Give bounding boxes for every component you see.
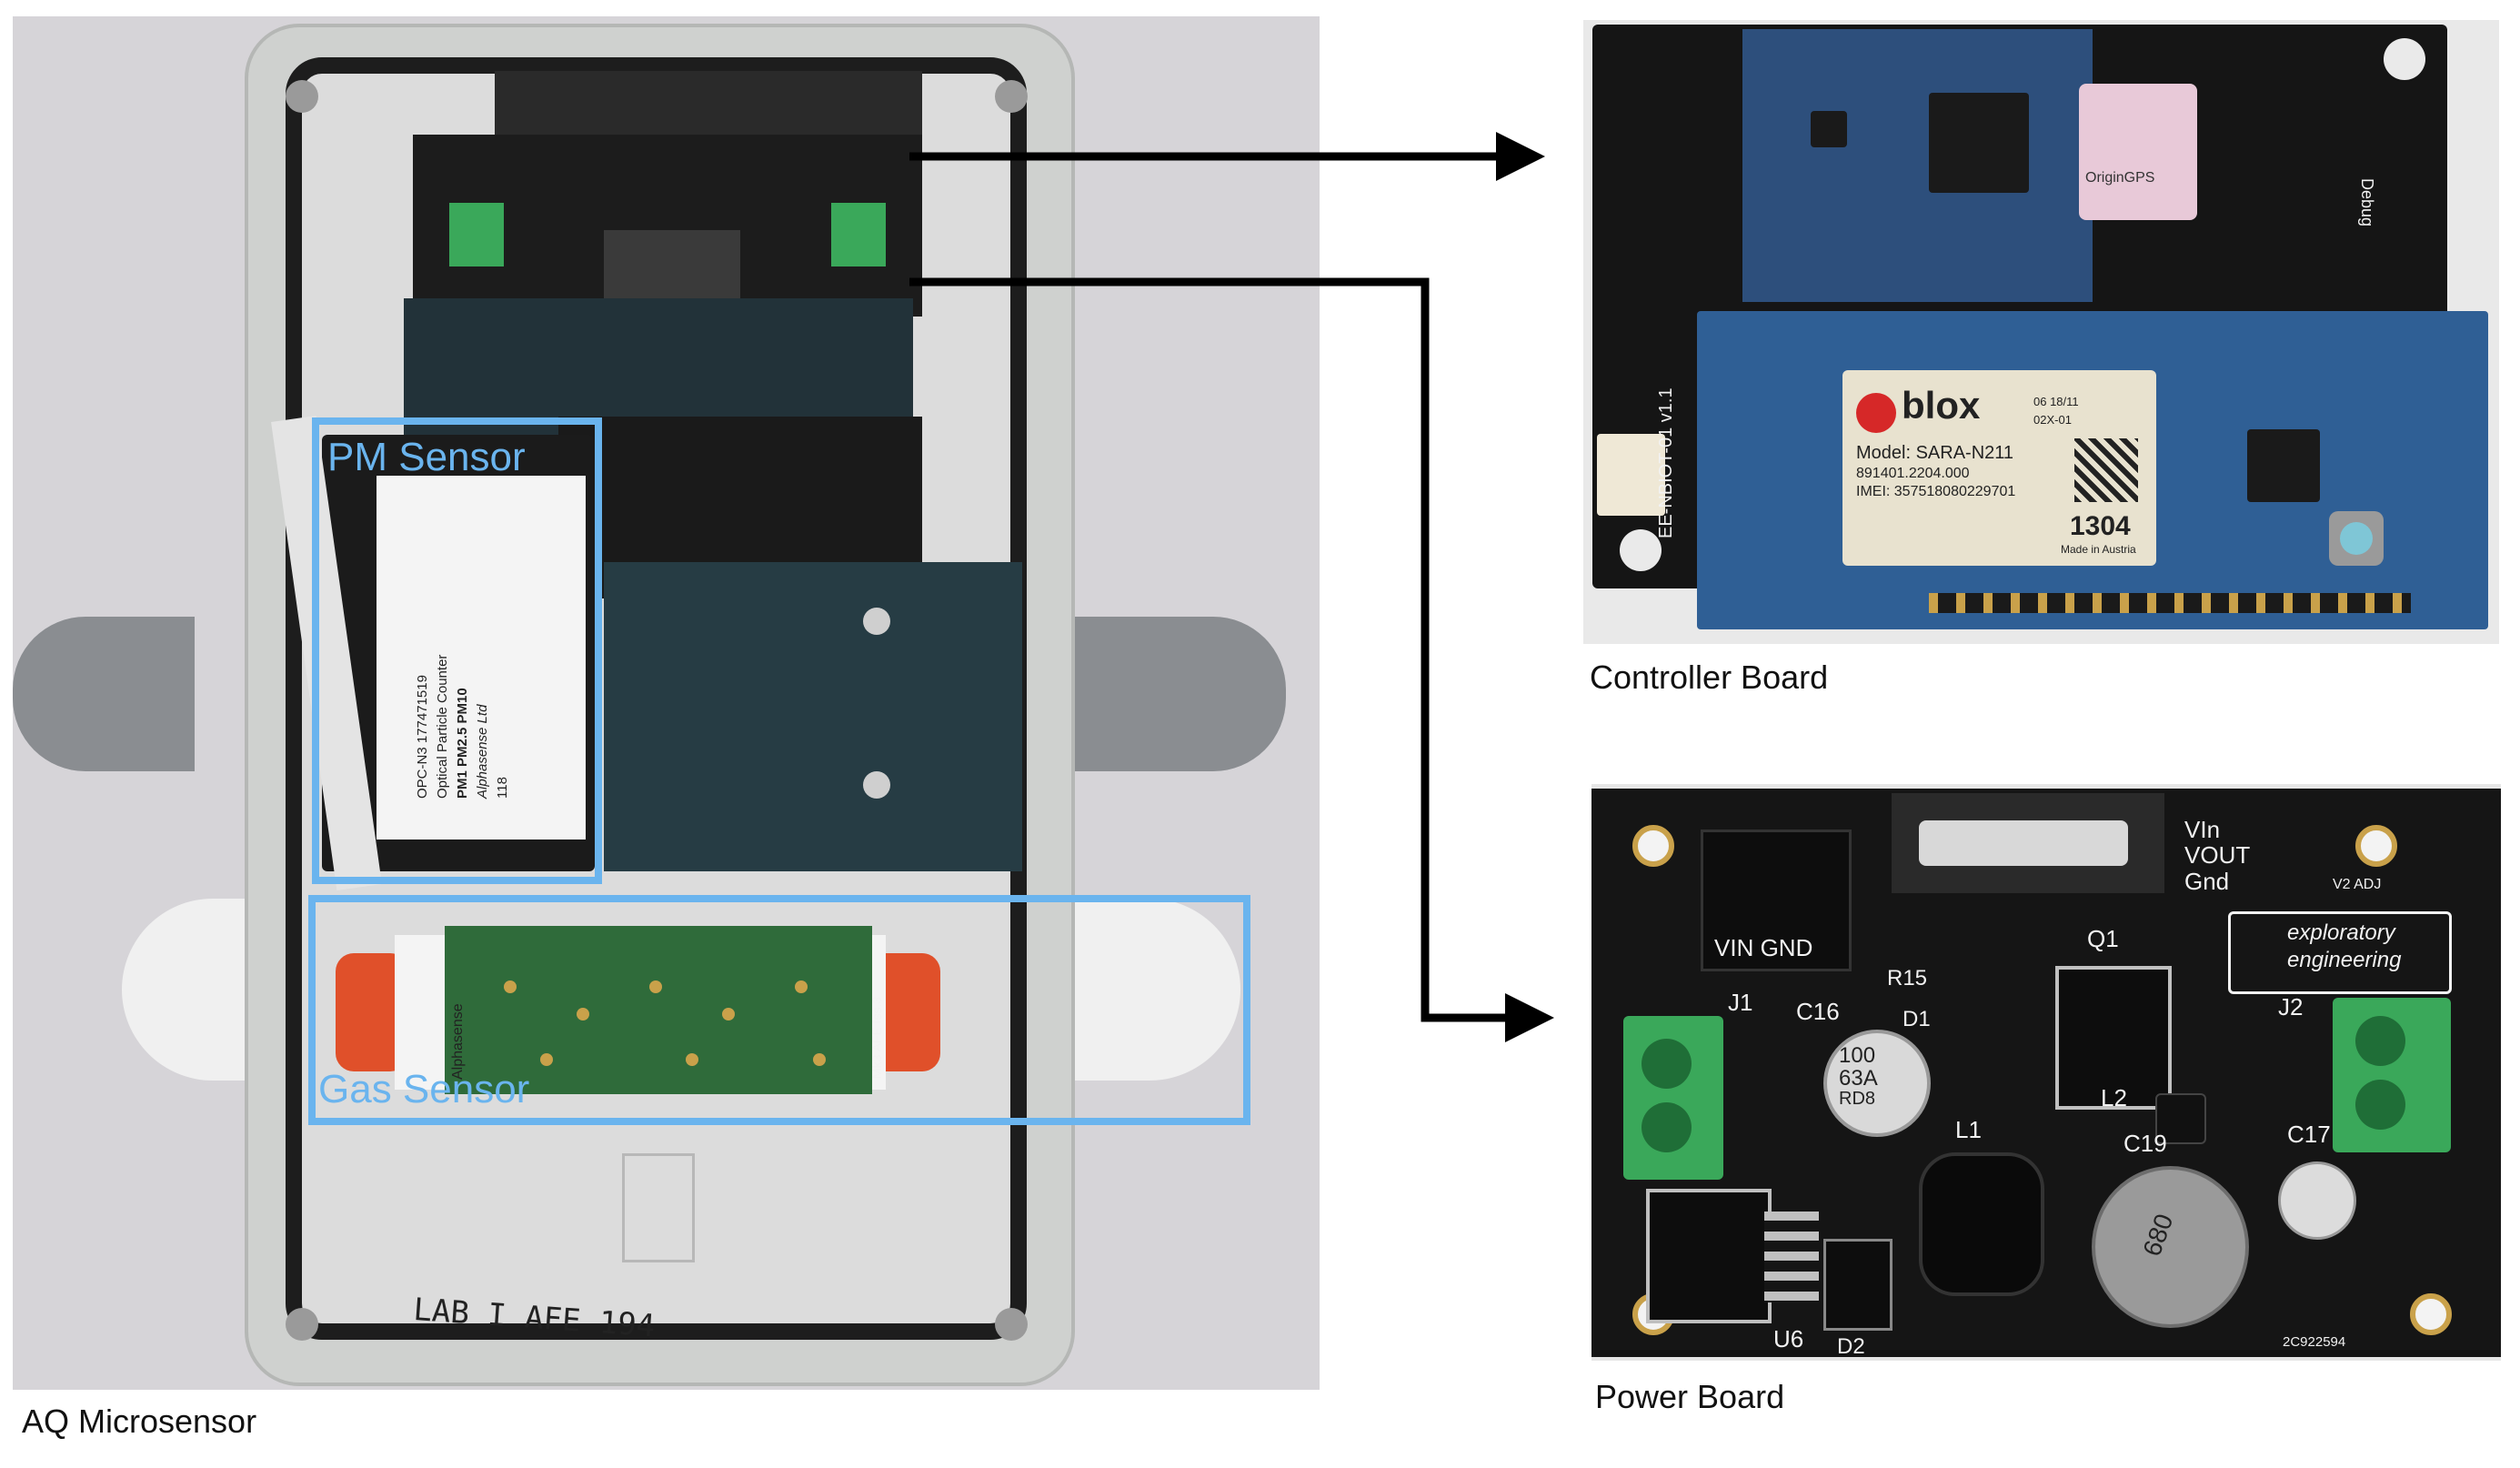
l2-label: L2 bbox=[2101, 1084, 2127, 1111]
brand-line-2: engineering bbox=[2287, 948, 2402, 972]
q1-label: Q1 bbox=[2087, 925, 2119, 952]
gas-sensor-label: Gas Sensor bbox=[318, 1067, 530, 1111]
white-connector bbox=[1597, 434, 1665, 516]
arrow-to-power bbox=[909, 277, 1554, 1042]
ublox-logo-dot bbox=[1856, 393, 1896, 433]
bracket-screw-2 bbox=[863, 771, 890, 799]
gas-pin-3 bbox=[649, 980, 662, 993]
r15-label: R15 bbox=[1887, 966, 1928, 990]
capacitor-c16 bbox=[1823, 1030, 1931, 1137]
reset-button-cap bbox=[2340, 522, 2373, 555]
j2-label: J2 bbox=[2278, 993, 2304, 1021]
gas-pin-4 bbox=[722, 1008, 735, 1021]
gas-sensor-highlight bbox=[308, 895, 1250, 1125]
brand-box bbox=[2228, 911, 2452, 994]
gas-pin-5 bbox=[795, 980, 808, 993]
ublox-made-text: Made in Austria bbox=[2061, 543, 2136, 556]
regulator-legs bbox=[1764, 1212, 1819, 1302]
bracket-screw-1 bbox=[863, 608, 890, 635]
terminal-j2-hole-2 bbox=[2355, 1080, 2405, 1130]
inductor-l2 bbox=[2155, 1093, 2206, 1144]
screw-tr bbox=[995, 80, 1028, 113]
ublox-num-text: 891401.2204.000 bbox=[1856, 466, 1970, 481]
ublox-code-text: 1304 bbox=[2070, 511, 2131, 541]
inductor-l1 bbox=[1919, 1152, 2044, 1296]
j1-label: J1 bbox=[1728, 989, 1753, 1016]
pm-sensor-highlight bbox=[312, 417, 602, 884]
controller-mcu-chip bbox=[1929, 93, 2029, 193]
power-board-photo: VIn VOUT Gnd V2 ADJ exploratory engineer… bbox=[1591, 784, 2501, 1361]
brand-line-1: exploratory bbox=[2287, 920, 2395, 945]
fuse-holder bbox=[604, 230, 740, 303]
bracket-block bbox=[604, 562, 1022, 871]
capacitor-c17 bbox=[2278, 1161, 2356, 1240]
d2-label: D2 bbox=[1837, 1334, 1865, 1359]
gps-module bbox=[2079, 84, 2197, 220]
l1-label: L1 bbox=[1955, 1116, 1982, 1143]
ublox-brand-text: blox bbox=[1902, 384, 1981, 427]
controller-blue-module-top bbox=[1742, 29, 2093, 302]
controller-small-chip bbox=[1811, 111, 1847, 147]
gas-pin-8 bbox=[813, 1053, 826, 1066]
mould-marking bbox=[622, 1153, 695, 1262]
capacitor-c19 bbox=[2092, 1166, 2249, 1328]
terminal-j2-hole-1 bbox=[2355, 1016, 2405, 1066]
controller-mount-hole-bl bbox=[1620, 529, 1662, 571]
gas-pin-7 bbox=[686, 1053, 698, 1066]
terminal-j1-hole-1 bbox=[1642, 1039, 1692, 1089]
screw-br bbox=[995, 1308, 1028, 1341]
power-mount-hole-br bbox=[2410, 1293, 2452, 1335]
v2-label: V2 ADJ bbox=[2333, 877, 2382, 892]
screw-tl bbox=[286, 80, 318, 113]
power-caption: Power Board bbox=[1595, 1378, 1785, 1415]
vout-label: VOUT bbox=[2184, 841, 2251, 869]
power-mount-hole-tl bbox=[1632, 825, 1674, 867]
controller-mount-hole-tr bbox=[2384, 38, 2425, 80]
c19-label: C19 bbox=[2123, 1130, 2167, 1157]
diode-d2 bbox=[1823, 1239, 1893, 1331]
pm-sensor-label-sticker bbox=[376, 476, 586, 840]
ublox-date-text: 06 18/11 bbox=[2033, 395, 2079, 408]
pm-sensor-label: PM Sensor bbox=[327, 435, 526, 479]
fuse-glass bbox=[1919, 820, 2128, 866]
gas-pin-6 bbox=[540, 1053, 553, 1066]
gas-pin-1 bbox=[504, 980, 517, 993]
green-terminal-right bbox=[831, 203, 886, 266]
aq-microsensor-photo: OPC-N3 177471519 Optical Particle Counte… bbox=[13, 16, 1320, 1390]
gps-origin-text: OriginGPS bbox=[2085, 170, 2155, 186]
ublox-qr bbox=[2074, 438, 2138, 502]
d1-label: D1 bbox=[1903, 1007, 1931, 1031]
c17-label: C17 bbox=[2287, 1121, 2331, 1148]
c16-value-3: RD8 bbox=[1839, 1089, 1876, 1109]
q1-transistor bbox=[2055, 966, 2172, 1110]
gnd-label: Gnd bbox=[2184, 868, 2230, 895]
header-pin-row bbox=[1929, 593, 2411, 613]
u6-label: U6 bbox=[1773, 1325, 1804, 1352]
controller-board-photo: OriginGPS Debug blox 06 18/11 02X-01 Mod… bbox=[1583, 20, 2499, 644]
ublox-rev-text: 02X-01 bbox=[2033, 413, 2072, 427]
left-handle bbox=[13, 617, 195, 771]
terminal-j1-hole-2 bbox=[1642, 1102, 1692, 1152]
right-handle bbox=[1068, 617, 1286, 771]
controller-caption: Controller Board bbox=[1590, 659, 1829, 696]
gas-sensor-pcb bbox=[445, 926, 872, 1094]
serial-label: 2C922594 bbox=[2283, 1334, 2346, 1350]
ublox-model-text: Model: SARA-N211 bbox=[1856, 443, 2014, 463]
c16-value-2: 63A bbox=[1839, 1066, 1878, 1091]
power-board-in-box bbox=[404, 298, 913, 435]
gas-pin-2 bbox=[577, 1008, 589, 1021]
screw-bl bbox=[286, 1308, 318, 1341]
controller-chip-u3 bbox=[2247, 429, 2320, 502]
c16-value-1: 100 bbox=[1839, 1043, 1876, 1068]
power-mount-hole-tr bbox=[2355, 825, 2397, 867]
vin-label: VIn bbox=[2184, 816, 2221, 843]
vin-gnd-label: VIN GND bbox=[1714, 934, 1813, 961]
barrel-jack bbox=[1701, 830, 1852, 971]
aq-caption: AQ Microsensor bbox=[22, 1403, 257, 1440]
c16-label: C16 bbox=[1796, 998, 1840, 1025]
green-terminal-left bbox=[449, 203, 504, 266]
ublox-imei-text: IMEI: 357518080229701 bbox=[1856, 484, 2016, 499]
